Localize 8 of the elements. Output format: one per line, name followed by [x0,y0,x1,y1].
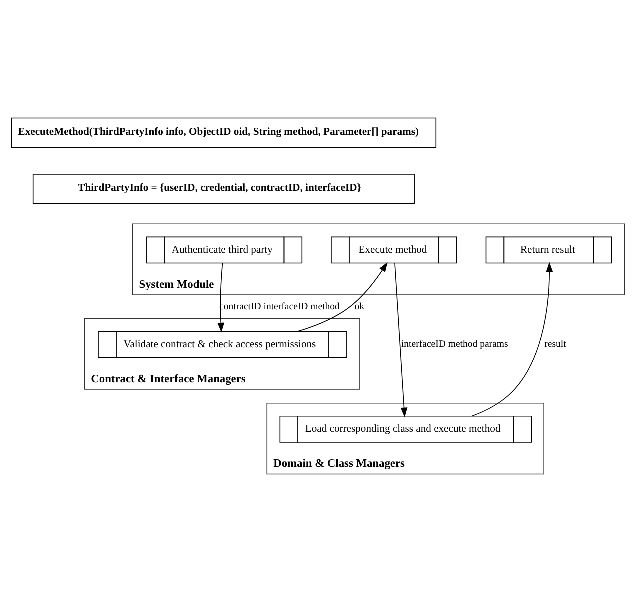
node-box: ExecuteMethod(ThirdPartyInfo info, ObjectID oid, String method, Parameter[] params) [11,117,437,148]
edge-label: ok [354,300,364,312]
edge-label: result [544,338,566,350]
arrow [394,262,408,418]
edge-label: interfaceID method params [401,338,508,350]
arrow [471,262,554,416]
arrow [218,262,225,332]
node-box: ThirdPartyInfo = {userID, credential, contractID, interfaceID} [32,174,415,204]
